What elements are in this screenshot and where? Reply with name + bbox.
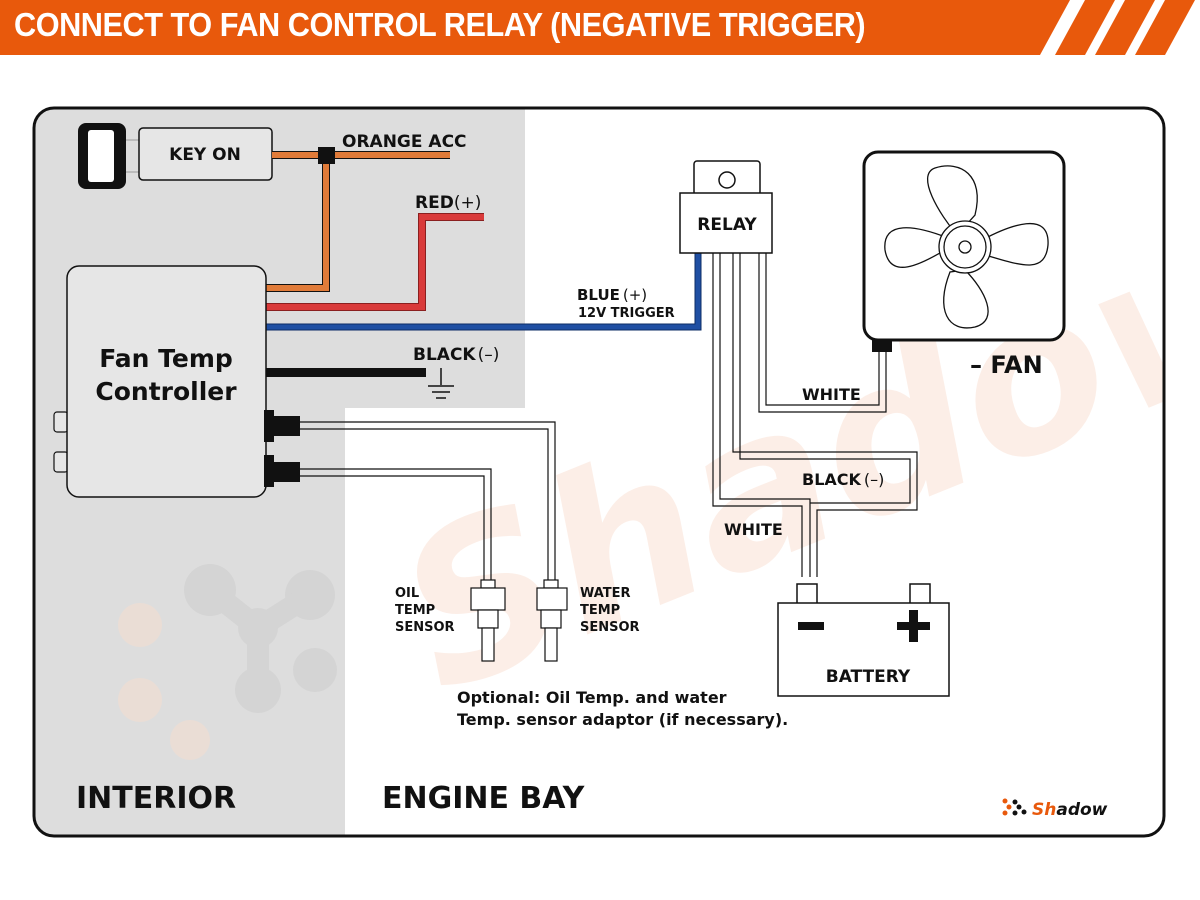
- black-battery-wire-label: BLACK(–): [802, 470, 884, 489]
- interior-zone-label: INTERIOR: [76, 781, 236, 816]
- controller-label-line2: Controller: [95, 377, 237, 406]
- header-stripe-2: [1095, 0, 1155, 55]
- fan-temp-controller: [66, 265, 267, 498]
- oil-sensor-wire: [300, 468, 492, 588]
- relay-label: RELAY: [697, 215, 757, 235]
- white-fan-wire-label: WHITE: [802, 385, 861, 404]
- blue-wire-label: BLUE(+): [577, 286, 647, 304]
- white-fan-wire: [758, 253, 887, 413]
- header-background: [0, 0, 1195, 55]
- engine-bay-zone-label: ENGINE BAY: [382, 781, 586, 816]
- splice-connector: [318, 147, 335, 164]
- header-stripe-1: [1055, 0, 1115, 55]
- relay: [679, 192, 773, 254]
- brand-name: Shadow: [1032, 800, 1108, 820]
- white-battery-wire-label: WHITE: [724, 520, 783, 539]
- battery: [777, 602, 950, 697]
- header-banner: CONNECT TO FAN CONTROL RELAY (NEGATIVE T…: [0, 0, 1200, 55]
- water-sensor-label-1: WATER: [580, 586, 631, 601]
- battery-plus-sign-v: [909, 610, 918, 642]
- battery-label: BATTERY: [826, 667, 911, 687]
- diagram-frame: [32, 106, 1166, 838]
- water-sensor-label-2: TEMP: [580, 603, 620, 618]
- battery-negative-terminal: [796, 583, 818, 605]
- battery-minus-sign: [798, 622, 824, 630]
- black-ground-wire: [266, 368, 426, 377]
- key-on-label: KEY ON: [169, 145, 241, 165]
- water-sensor-label-3: SENSOR: [580, 620, 640, 635]
- oil-sensor-label-2: TEMP: [395, 603, 435, 618]
- water-sensor-wire: [300, 421, 556, 588]
- watermark-logo: [118, 564, 337, 760]
- orange-acc-label: ORANGE ACC: [342, 132, 467, 152]
- oil-sensor-label-3: SENSOR: [395, 620, 455, 635]
- sensor-port-2: [264, 462, 300, 482]
- red-power-wire: [266, 214, 484, 310]
- ground-symbol-icon: [428, 368, 454, 399]
- blue-wire-sublabel: 12V TRIGGER: [578, 306, 675, 321]
- fan-connector: [872, 340, 892, 352]
- note-line-1: Optional: Oil Temp. and water: [457, 688, 727, 707]
- brand-dots-icon: [1002, 798, 1027, 816]
- orange-wire-to-controller: [266, 160, 329, 291]
- relay-mount-hole: [718, 171, 736, 189]
- black-ground-label: BLACK(–): [413, 345, 499, 365]
- oil-sensor-label-1: OIL: [395, 586, 419, 601]
- red-wire-label: RED(+): [415, 193, 481, 213]
- controller-label-line1: Fan Temp: [99, 344, 233, 373]
- sensor-port-1: [264, 416, 300, 436]
- shadow-brand-logo: Shadow: [1002, 798, 1108, 820]
- fan-label: – FAN: [970, 351, 1043, 379]
- fan-blades-icon: [884, 165, 1049, 329]
- header-bar: [0, 0, 1070, 55]
- oil-temp-sensor: [470, 579, 506, 662]
- note-line-2: Temp. sensor adaptor (if necessary).: [457, 710, 788, 729]
- water-temp-sensor: [536, 579, 568, 662]
- page-title: CONNECT TO FAN CONTROL RELAY (NEGATIVE T…: [14, 6, 866, 43]
- black-battery-wire: [732, 253, 918, 577]
- battery-positive-terminal: [909, 583, 931, 605]
- white-battery-wire: [712, 253, 811, 577]
- blue-trigger-wire: [266, 253, 701, 330]
- header-stripe-3: [1135, 0, 1195, 55]
